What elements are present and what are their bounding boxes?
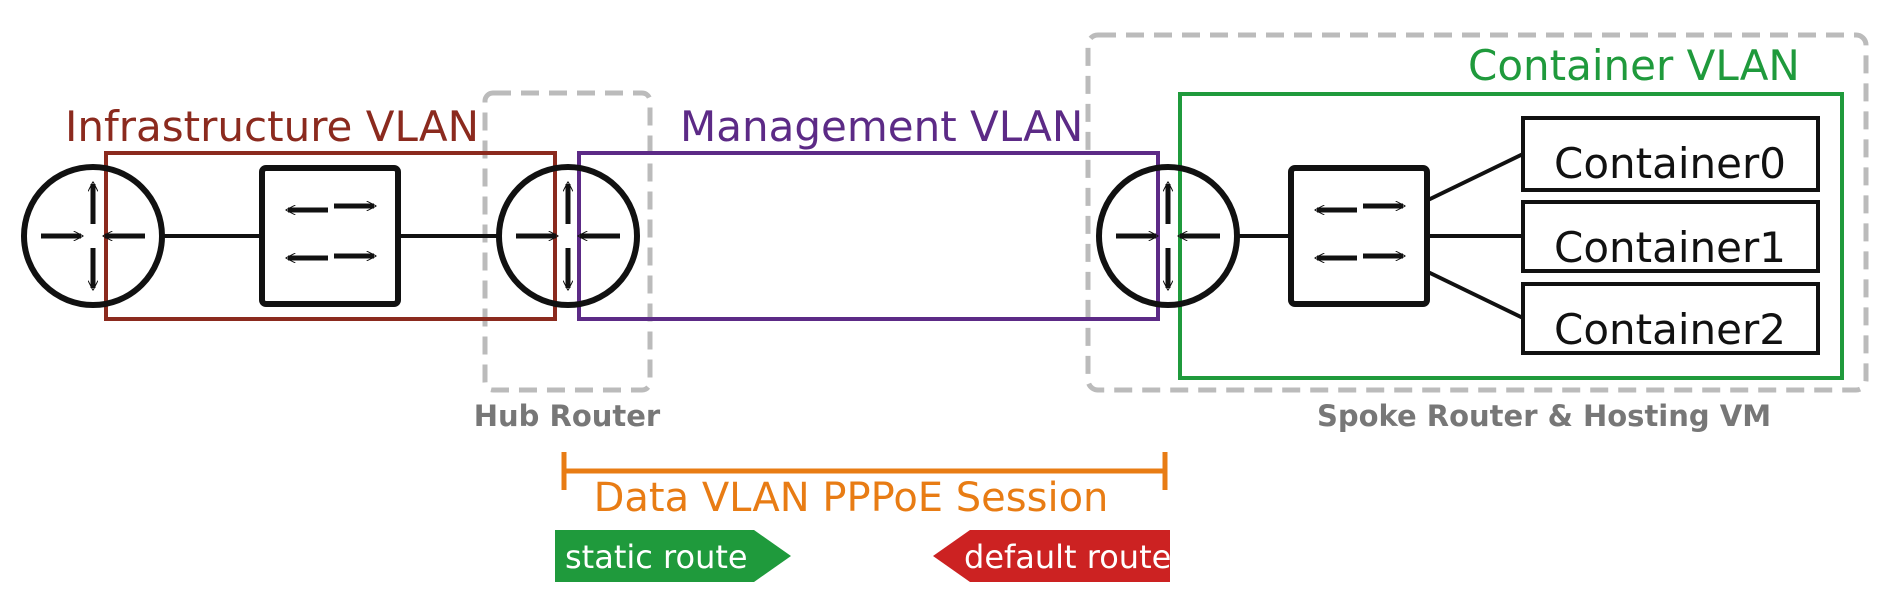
management-vlan-box	[577, 151, 1160, 321]
infrastructure-vlan-label: Infrastructure VLAN	[65, 102, 479, 151]
hub-router-group	[482, 90, 653, 393]
container-vlan-label: Container VLAN	[1468, 41, 1800, 90]
static-route-label: static route	[565, 538, 748, 576]
container-switch-icon	[1288, 165, 1430, 307]
management-vlan-label: Management VLAN	[680, 102, 1083, 151]
spoke-router-icon	[1096, 164, 1240, 308]
static-route-arrow: static route	[555, 530, 791, 582]
spoke-router-label: Spoke Router & Hosting VM	[1317, 399, 1771, 433]
container-0-label: Container0	[1554, 139, 1786, 188]
default-route-label: default route	[964, 538, 1171, 576]
container-1-label: Container1	[1554, 223, 1786, 272]
pppoe-session-label: Data VLAN PPPoE Session	[594, 475, 1109, 521]
link-switch-container2	[1427, 270, 1524, 320]
container-2-label: Container2	[1554, 305, 1786, 354]
router-icon	[21, 164, 165, 308]
spoke-router-group	[1085, 32, 1869, 393]
default-route-arrow: default route	[933, 530, 1171, 582]
container-0: Container0	[1521, 116, 1820, 192]
switch-icon	[259, 165, 401, 307]
hub-router-label: Hub Router	[474, 399, 661, 433]
container-2: Container2	[1521, 282, 1820, 355]
container-1: Container1	[1521, 200, 1820, 273]
pppoe-session-span	[561, 452, 1168, 490]
hub-router-icon	[496, 164, 640, 308]
link-switch-container0	[1427, 152, 1524, 202]
